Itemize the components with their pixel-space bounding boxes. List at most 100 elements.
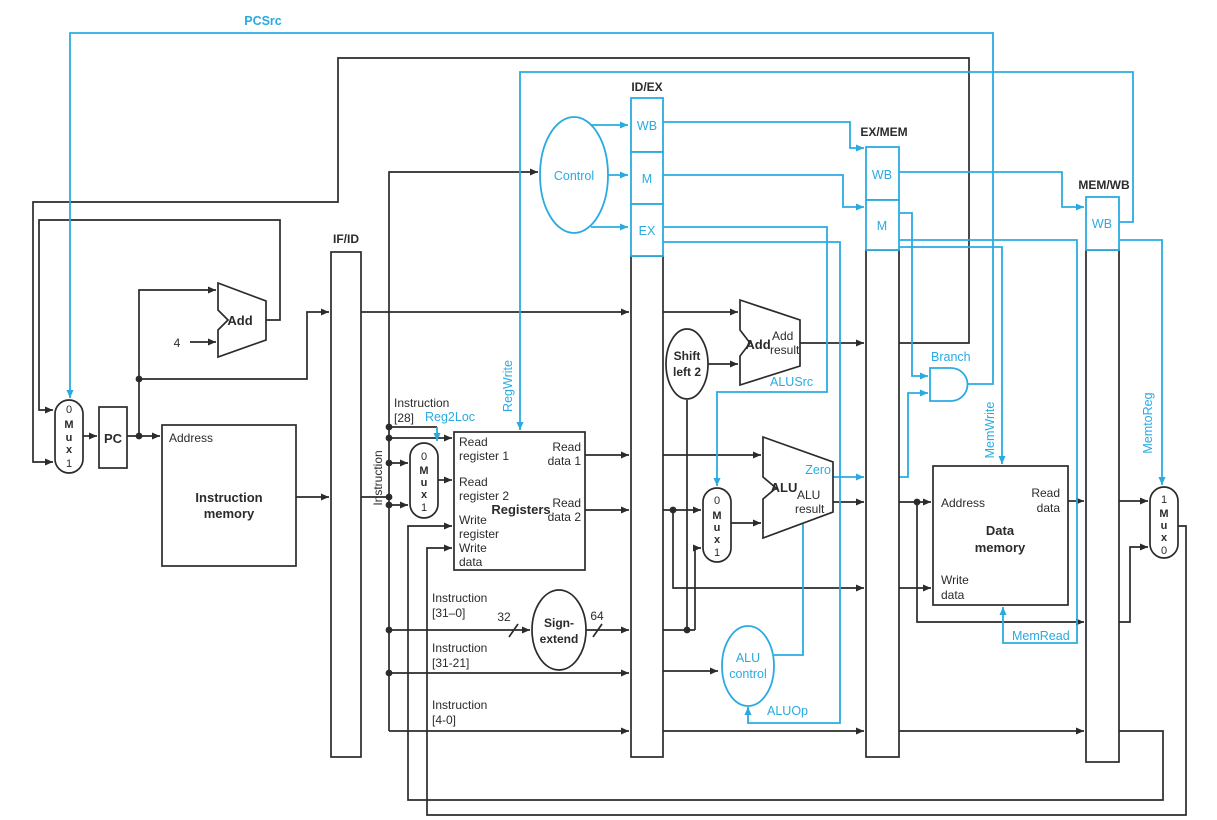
rr1-label-1: Read (459, 435, 488, 449)
idex-label: ID/EX (631, 80, 662, 94)
data-memory-box (932, 465, 1069, 606)
wire-pcplus4-feedback (38, 219, 281, 414)
instr4-0-label-2: [4-0] (432, 713, 456, 727)
junction-bus-28 (385, 423, 393, 431)
rd1-label-1: Read (552, 440, 581, 454)
wires-blue (66, 32, 1166, 724)
alu-control-label-1: ALU (736, 651, 760, 665)
memtoreg-label: MemtoReg (1141, 392, 1155, 453)
idex-ex-label: EX (639, 224, 656, 238)
memwb-register (1085, 249, 1120, 763)
memwb-wb-section (1085, 196, 1120, 251)
alusrc-mux (702, 487, 732, 563)
memtoregmux-0: 0 (1161, 545, 1167, 557)
branch-and-gate (929, 367, 969, 402)
pc-mux (54, 399, 84, 474)
junction-rd2 (669, 506, 677, 514)
dmem-rd-label-1: Read (1031, 486, 1060, 500)
wire-branch-to-and (899, 212, 928, 380)
wire-rd2-to-exmem (672, 510, 864, 592)
add-label: Add (227, 313, 252, 328)
junction-bus-rr1 (385, 434, 393, 442)
exmem-wb-section (865, 146, 900, 201)
junction-bus-feed (385, 493, 393, 501)
alusrcmux-1: 1 (714, 547, 720, 559)
pcmux-x: x (66, 444, 73, 456)
wire-writereg-feedback (407, 522, 1164, 801)
rd2-label-2: data 2 (548, 510, 582, 524)
exmem-m-section (865, 199, 900, 251)
exmem-label: EX/MEM (860, 125, 907, 139)
instr31-21-label-1: Instruction (432, 641, 487, 655)
add-result-unit (739, 298, 801, 387)
registers-box (453, 431, 586, 571)
ifid-label: IF/ID (333, 232, 359, 246)
junction-pc-out (135, 432, 143, 440)
alu-unit (762, 435, 834, 540)
memtoregmux-1: 1 (1161, 494, 1167, 506)
dmem-label-2: memory (975, 540, 1026, 555)
junction-dots (135, 375, 921, 677)
alu-label: ALU (771, 480, 798, 495)
instruction-memory-box (161, 424, 297, 567)
reg2locmux-1: 1 (421, 502, 427, 514)
exmem-wb-label: WB (872, 168, 892, 182)
dmem-address-label: Address (941, 496, 985, 510)
instr31-0-label-2: [31–0] (432, 606, 465, 620)
memwrite-label: MemWrite (983, 402, 997, 459)
wr-label-2: register (459, 527, 499, 541)
memtoregmux-m: M (1159, 508, 1168, 520)
idex-register (630, 255, 664, 758)
alusrcmux-0: 0 (714, 495, 720, 507)
idex-wb-section (630, 97, 664, 153)
wire-imm-to-alumux (692, 544, 701, 630)
branch-label: Branch (931, 350, 971, 364)
signext-label-1: Sign- (544, 616, 574, 630)
junction-bus-mux0 (385, 459, 393, 467)
reg2locmux-x: x (421, 489, 428, 501)
wire-writedata-feedback (426, 525, 1187, 816)
four-label: 4 (174, 336, 181, 350)
alusrc-label: ALUSrc (770, 375, 813, 389)
rr2-label-1: Read (459, 475, 488, 489)
wire-alusrc (663, 226, 828, 486)
ifid-register (330, 251, 362, 758)
idex-wb-label: WB (637, 119, 657, 133)
registers-label: Registers (491, 502, 550, 517)
junction-bus-mux1 (385, 501, 393, 509)
wire-aluresult-bypass (916, 502, 1084, 626)
shift-left-2-oval (665, 328, 709, 400)
regwrite-label: RegWrite (501, 360, 515, 412)
junction-bus-31-0 (385, 626, 393, 634)
memtoregmux-u: u (1161, 520, 1168, 532)
pc-box (98, 406, 128, 469)
labels: IF/ID ID/EX EX/MEM MEM/WB WB M EX WB M W… (64, 14, 1168, 727)
control-label: Control (554, 169, 594, 183)
wd-label-2: data (459, 555, 483, 569)
wire-alucontrol-to-alu (774, 524, 804, 656)
bus-width-slash-64 (592, 623, 603, 638)
add-result-unit-label: Add (745, 337, 770, 352)
instr31-21-label-2: [31-21] (432, 656, 469, 670)
instruction-bus-label: Instruction (371, 450, 385, 505)
pc-label: PC (104, 431, 123, 446)
wire-pc-to-add (138, 286, 216, 436)
exmem-m-label: M (877, 219, 887, 233)
dmem-rd-label-2: data (1037, 501, 1061, 515)
instr4-0-label-1: Instruction (432, 698, 487, 712)
add-result-label-2: result (770, 343, 800, 357)
alu-control-oval (721, 625, 775, 707)
reg2loc-label: Reg2Loc (425, 410, 475, 424)
components (54, 97, 1179, 763)
dmem-wd-label-2: data (941, 588, 965, 602)
wire-aluop (663, 241, 841, 724)
wire-instruction-bus (388, 168, 538, 731)
pcmux-0: 0 (66, 404, 72, 416)
instr31-0-label-1: Instruction (432, 591, 487, 605)
shift-label-1: Shift (674, 349, 701, 363)
memtoregmux-x: x (1161, 532, 1168, 544)
rd1-label-2: data 1 (548, 454, 582, 468)
exmem-register (865, 249, 900, 758)
